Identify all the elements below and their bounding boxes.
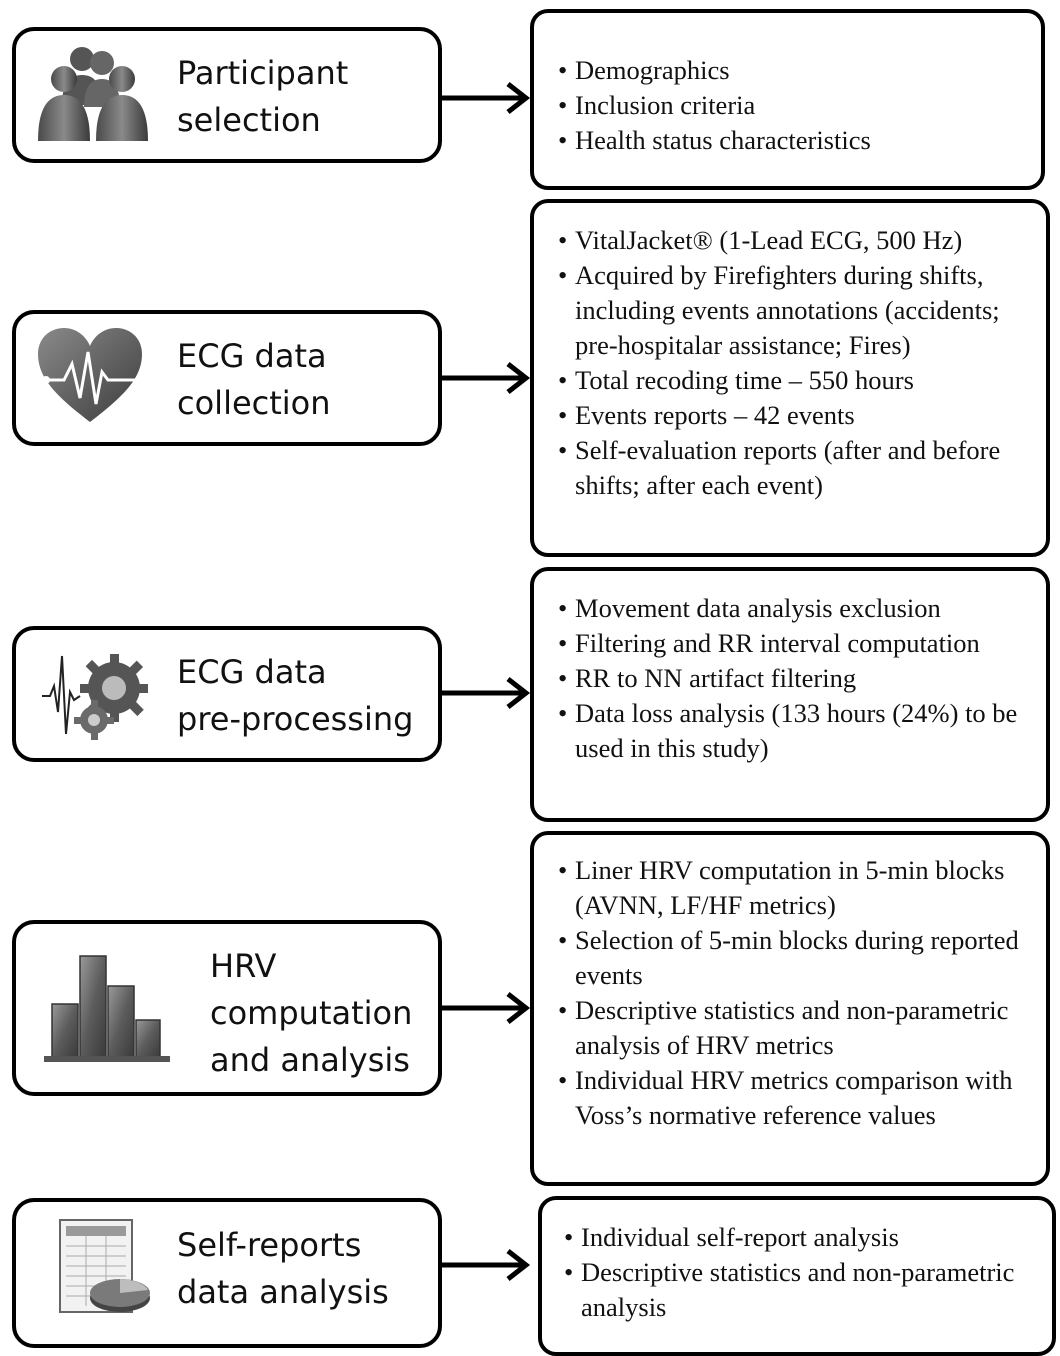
stage-label: Participant selection (177, 50, 427, 144)
arrow-right-icon (442, 992, 531, 1024)
stage-label-line: data analysis (177, 1273, 389, 1311)
arrow-right-icon (442, 362, 531, 394)
detail-item: Individual self-report analysis (564, 1220, 1034, 1255)
stage-label-line: collection (177, 384, 331, 422)
detail-list: Movement data analysis exclusion Filteri… (558, 591, 1028, 766)
detail-list: Individual self-report analysis Descript… (564, 1220, 1034, 1325)
detail-item: Acquired by Firefighters during shifts, … (558, 258, 1028, 363)
detail-item: Filtering and RR interval computation (558, 626, 1028, 661)
bar-chart-icon (42, 952, 172, 1064)
detail-item: Descriptive statistics and non-parametri… (564, 1255, 1034, 1325)
stage-label-line: Participant (177, 54, 349, 92)
detail-item: Movement data analysis exclusion (558, 591, 1028, 626)
detail-item: RR to NN artifact filtering (558, 661, 1028, 696)
ecg-gears-icon (40, 652, 152, 742)
detail-list: Liner HRV computation in 5-min blocks (A… (558, 853, 1033, 1133)
arrow-right-icon (442, 677, 531, 709)
detail-item: Inclusion criteria (558, 88, 1038, 123)
details-ecg-pre-processing: Movement data analysis exclusion Filteri… (530, 567, 1050, 822)
stage-label-line: HRV (210, 947, 277, 985)
detail-item: Liner HRV computation in 5-min blocks (A… (558, 853, 1033, 923)
details-hrv-computation: Liner HRV computation in 5-min blocks (A… (530, 831, 1050, 1186)
details-self-reports: Individual self-report analysis Descript… (538, 1196, 1056, 1356)
stage-label-line: computation (210, 994, 413, 1032)
stage-label: Self-reports data analysis (177, 1222, 432, 1316)
stage-label-line: ECG data (177, 653, 327, 691)
stage-label-line: selection (177, 101, 321, 139)
stage-label-line: pre-processing (177, 700, 414, 738)
people-group-icon (34, 45, 154, 145)
detail-item: VitalJacket® (1-Lead ECG, 500 Hz) (558, 223, 1028, 258)
heart-ecg-icon (36, 326, 144, 426)
detail-list: Demographics Inclusion criteria Health s… (558, 53, 1038, 158)
detail-list: VitalJacket® (1-Lead ECG, 500 Hz) Acquir… (558, 223, 1028, 503)
detail-item: Data loss analysis (133 hours (24%) to b… (558, 696, 1028, 766)
detail-item: Events reports – 42 events (558, 398, 1028, 433)
stage-label: ECG data collection (177, 333, 427, 427)
detail-item: Demographics (558, 53, 1038, 88)
detail-item: Descriptive statistics and non-parametri… (558, 993, 1033, 1063)
spreadsheet-pie-icon (58, 1218, 154, 1318)
stage-label-line: Self-reports (177, 1226, 362, 1264)
stage-label: HRV computation and analysis (210, 943, 435, 1084)
detail-item: Individual HRV metrics comparison with V… (558, 1063, 1033, 1133)
detail-item: Self-evaluation reports (after and befor… (558, 433, 1028, 503)
detail-item: Selection of 5-min blocks during reporte… (558, 923, 1033, 993)
stage-label-line: and analysis (210, 1041, 410, 1079)
arrow-right-icon (442, 1249, 531, 1281)
detail-item: Total recoding time – 550 hours (558, 363, 1028, 398)
details-participant-selection: Demographics Inclusion criteria Health s… (530, 9, 1045, 190)
stage-label-line: ECG data (177, 337, 327, 375)
detail-item: Health status characteristics (558, 123, 1038, 158)
stage-ecg-pre-processing (12, 626, 442, 762)
arrow-right-icon (442, 82, 531, 114)
stage-label: ECG data pre-processing (177, 649, 432, 743)
details-ecg-data-collection: VitalJacket® (1-Lead ECG, 500 Hz) Acquir… (530, 199, 1050, 557)
